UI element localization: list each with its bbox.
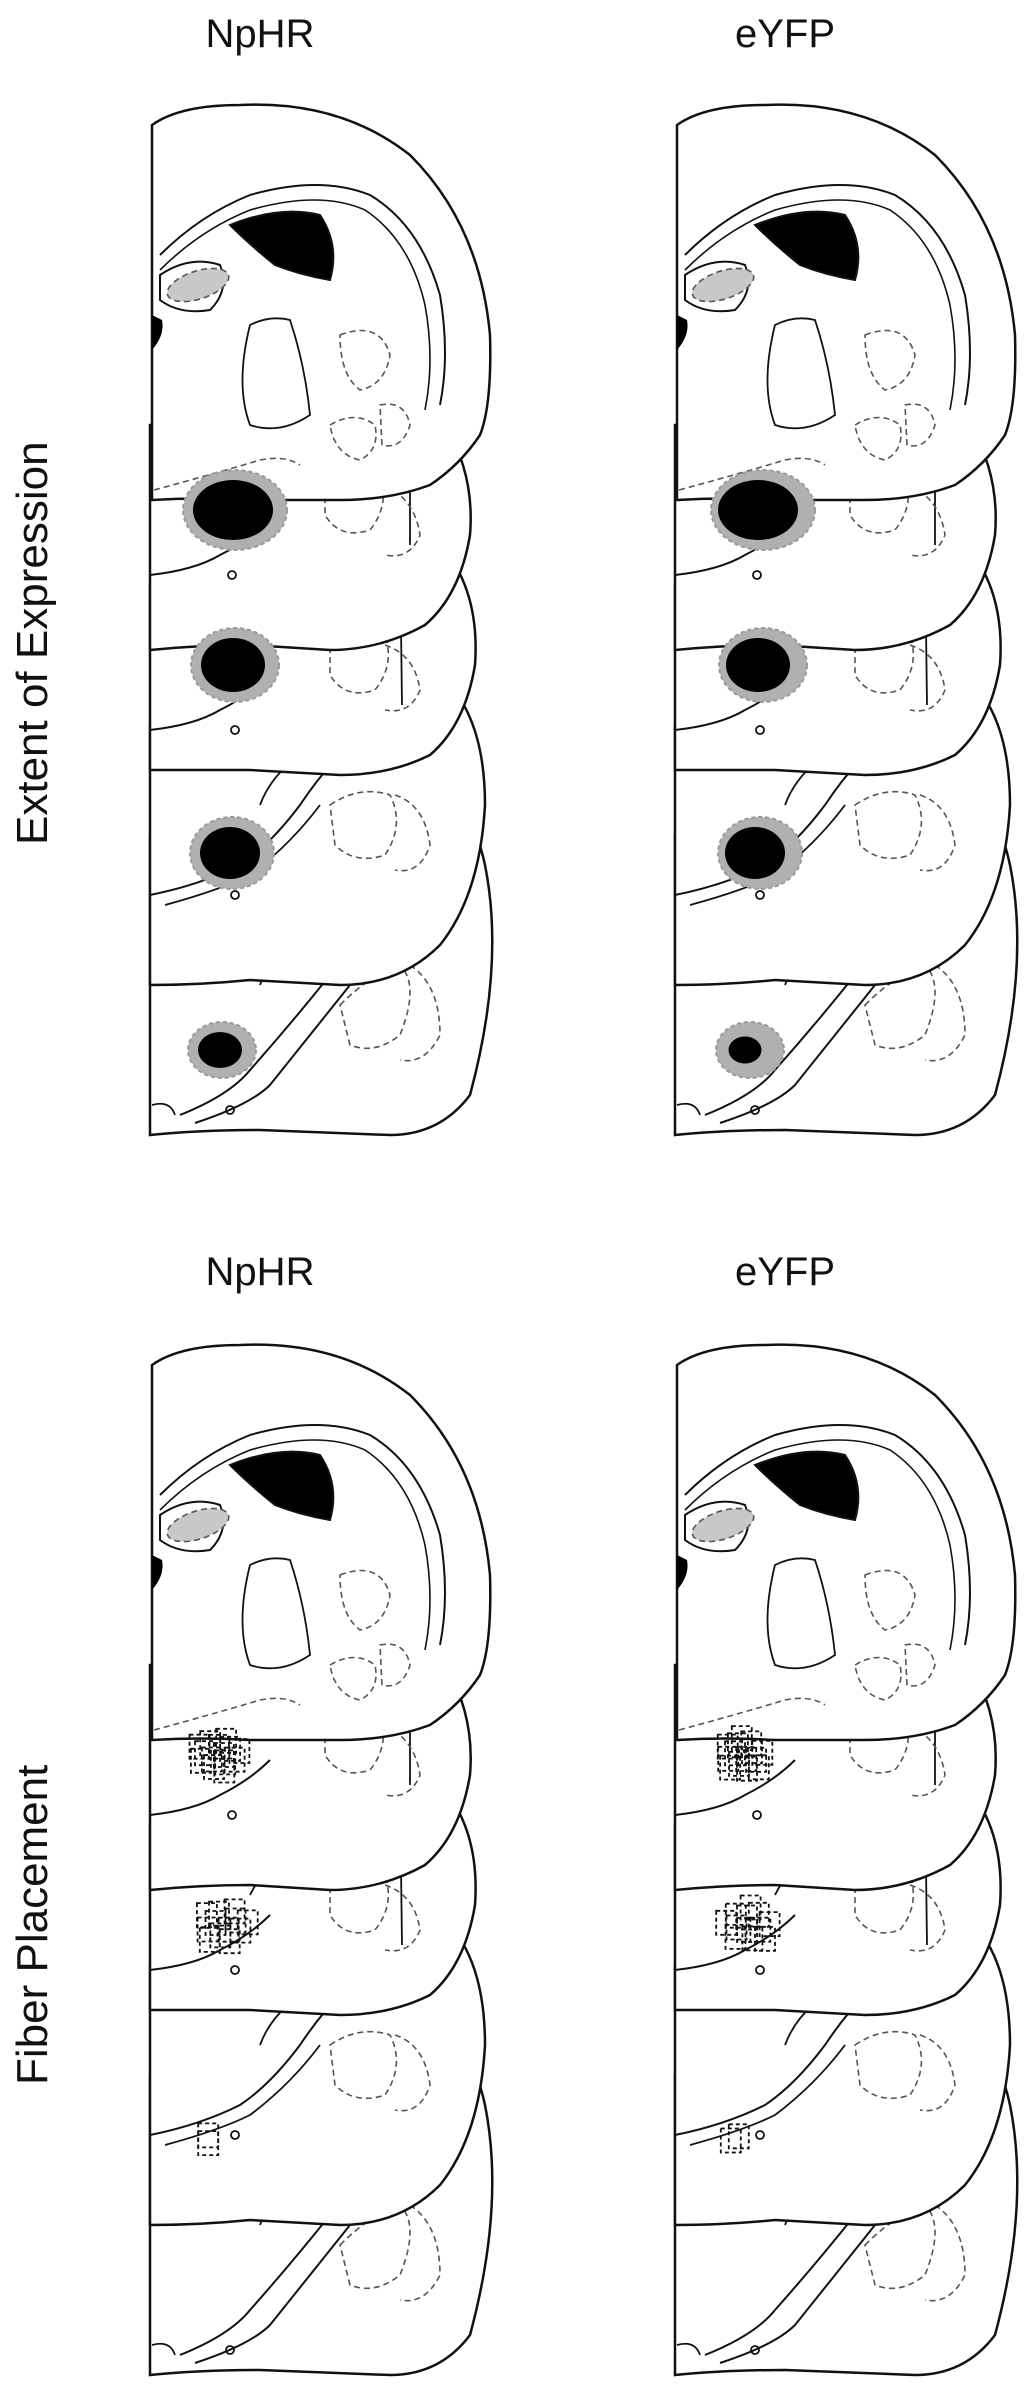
expression-core-4 [198,1032,242,1068]
third-ventricle [152,1555,163,1590]
expression-core-1 [193,480,273,540]
lateral-ventricle [753,1450,860,1522]
top-right-column-label: eYFP [734,12,836,56]
expression-core-2 [201,638,265,692]
fiber-marker [194,1740,216,1767]
fiber-marker [196,1916,219,1943]
section-1 [675,103,1017,502]
bottom-right-column-label: eYFP [734,1250,836,1294]
expression-core-3 [725,827,785,879]
lateral-ventricle [228,1450,335,1522]
fiber-marker [741,1925,764,1952]
panel-expression-eyfp [673,103,1019,1137]
fiber-marker [229,1917,252,1944]
expression-core-2 [726,638,790,692]
panel-fiber-nphr [148,1343,494,2377]
fiber-marker [218,1928,241,1955]
fiber-marker [724,1924,747,1950]
section-1 [150,103,492,502]
third-ventricle [677,315,688,350]
fiber-marker [196,1902,218,1928]
fiber-marker [719,2127,742,2154]
panel-fiber-eyfp [673,1343,1019,2377]
expression-core-4 [728,1036,762,1064]
fiber-marker [719,1754,741,1781]
fiber-marker [199,1730,222,1757]
expression-core-3 [200,827,260,879]
fiber-marker [730,1725,753,1752]
fiber-marker [736,1904,758,1931]
fiber-marker [213,1757,236,1784]
fiber-marker [741,1738,763,1765]
fiber-marker [758,1911,781,1937]
fiber-marker [224,1907,247,1934]
third-ventricle [152,315,163,350]
fiber-marker [754,1926,776,1952]
fiber-marker [223,1746,246,1773]
fiber-marker [736,1755,758,1782]
lateral-ventricle [228,210,335,282]
fiber-placement-label: Fiber Placement [8,1764,57,2085]
fiber-marker [716,1733,739,1760]
fiber-marker [236,1909,259,1936]
section-1-outline [675,1343,1017,1742]
top-left-column-label: NpHR [205,12,315,56]
fiber-marker [198,1927,221,1953]
fiber-marker [208,1900,230,1927]
fiber-marker [197,2122,220,2149]
fiber-marker [739,1894,762,1921]
section-1 [675,1343,1017,1742]
section-1-outline [150,103,492,502]
extent-of-expression-label: Extent of Expression [8,441,57,845]
expression-core-1 [718,480,798,540]
fiber-marker [188,1733,211,1760]
bottom-left-column-label: NpHR [205,1250,315,1294]
third-ventricle [677,1555,688,1590]
panel-expression-nphr [148,103,494,1137]
fiber-marker [724,1902,747,1929]
section-1-outline [675,103,1017,502]
section-1-outline [150,1343,492,1742]
fiber-marker [228,1738,251,1764]
section-1 [150,1343,492,1742]
fiber-marker [223,1898,246,1925]
lateral-ventricle [753,210,860,282]
fiber-marker [213,1742,235,1768]
